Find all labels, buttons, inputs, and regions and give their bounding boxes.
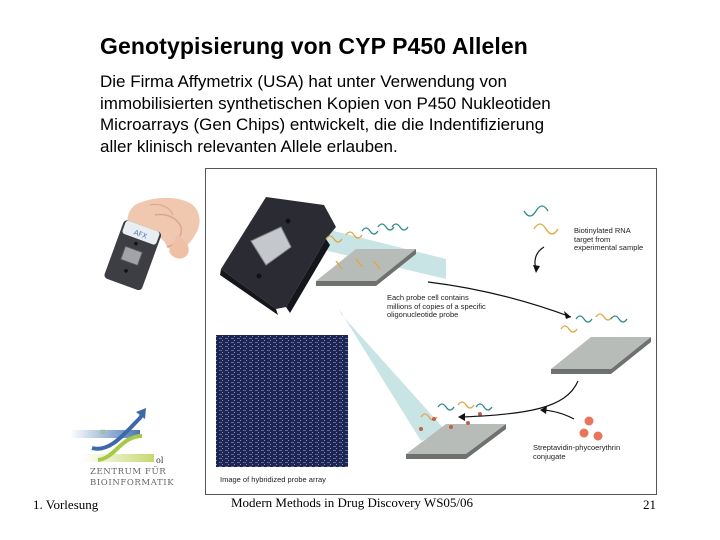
probe-slide	[316, 223, 416, 286]
hand-holding-chip-image: AFX	[104, 197, 200, 291]
body-line: immobilisierten synthetischen Kopien von…	[100, 93, 551, 113]
scanned-array-image	[216, 335, 348, 467]
stained-slide	[406, 401, 506, 459]
footer-lecture-label: 1. Vorlesung	[33, 497, 99, 512]
logo-line-2: BIOINFORMATIK	[90, 478, 174, 488]
probe-cell-caption: Each probe cell contains millions of cop…	[387, 293, 486, 319]
microarray-process-figure: Each probe cell contains millions of cop…	[205, 168, 657, 495]
process-arrows	[427, 246, 579, 420]
rna-target	[523, 205, 559, 235]
zentrum-bioinformatik-logo: ꭤ ol ZENTRUM FÜR BIOINFORMATIK	[70, 408, 174, 488]
zoom-beam	[339, 309, 446, 441]
rna-target-caption: Biotinylated RNA target from experimenta…	[574, 226, 644, 252]
body-line: Microarrays (Gen Chips) entwickelt, die …	[100, 115, 545, 134]
svg-text:ol: ol	[156, 456, 164, 465]
slide-body-text: Die Firma Affymetrix (USA) hat unter Ver…	[100, 71, 660, 157]
microarray-diagram	[216, 197, 651, 467]
body-line: Die Firma Affymetrix (USA) hat unter Ver…	[100, 72, 507, 91]
gene-chip-cartridge	[220, 197, 336, 315]
slide-title: Genotypisierung von CYP P450 Allelen	[100, 33, 528, 59]
streptavidin-caption: Streptavidin-phycoerythrin conjugate	[533, 443, 621, 461]
array-image-caption: Image of hybridized probe array	[220, 475, 326, 484]
logo-line-1: ZENTRUM FÜR	[90, 465, 166, 477]
footer-course-title: Modern Methods in Drug Discovery WS05/06	[231, 495, 474, 510]
hybridized-slide	[551, 313, 651, 374]
footer-page-number: 21	[643, 497, 656, 512]
svg-text:ꭤ: ꭤ	[100, 427, 105, 436]
body-line: aller klinisch relevanten Allele erlaube…	[100, 136, 398, 156]
streptavidin-conjugate	[579, 416, 603, 441]
